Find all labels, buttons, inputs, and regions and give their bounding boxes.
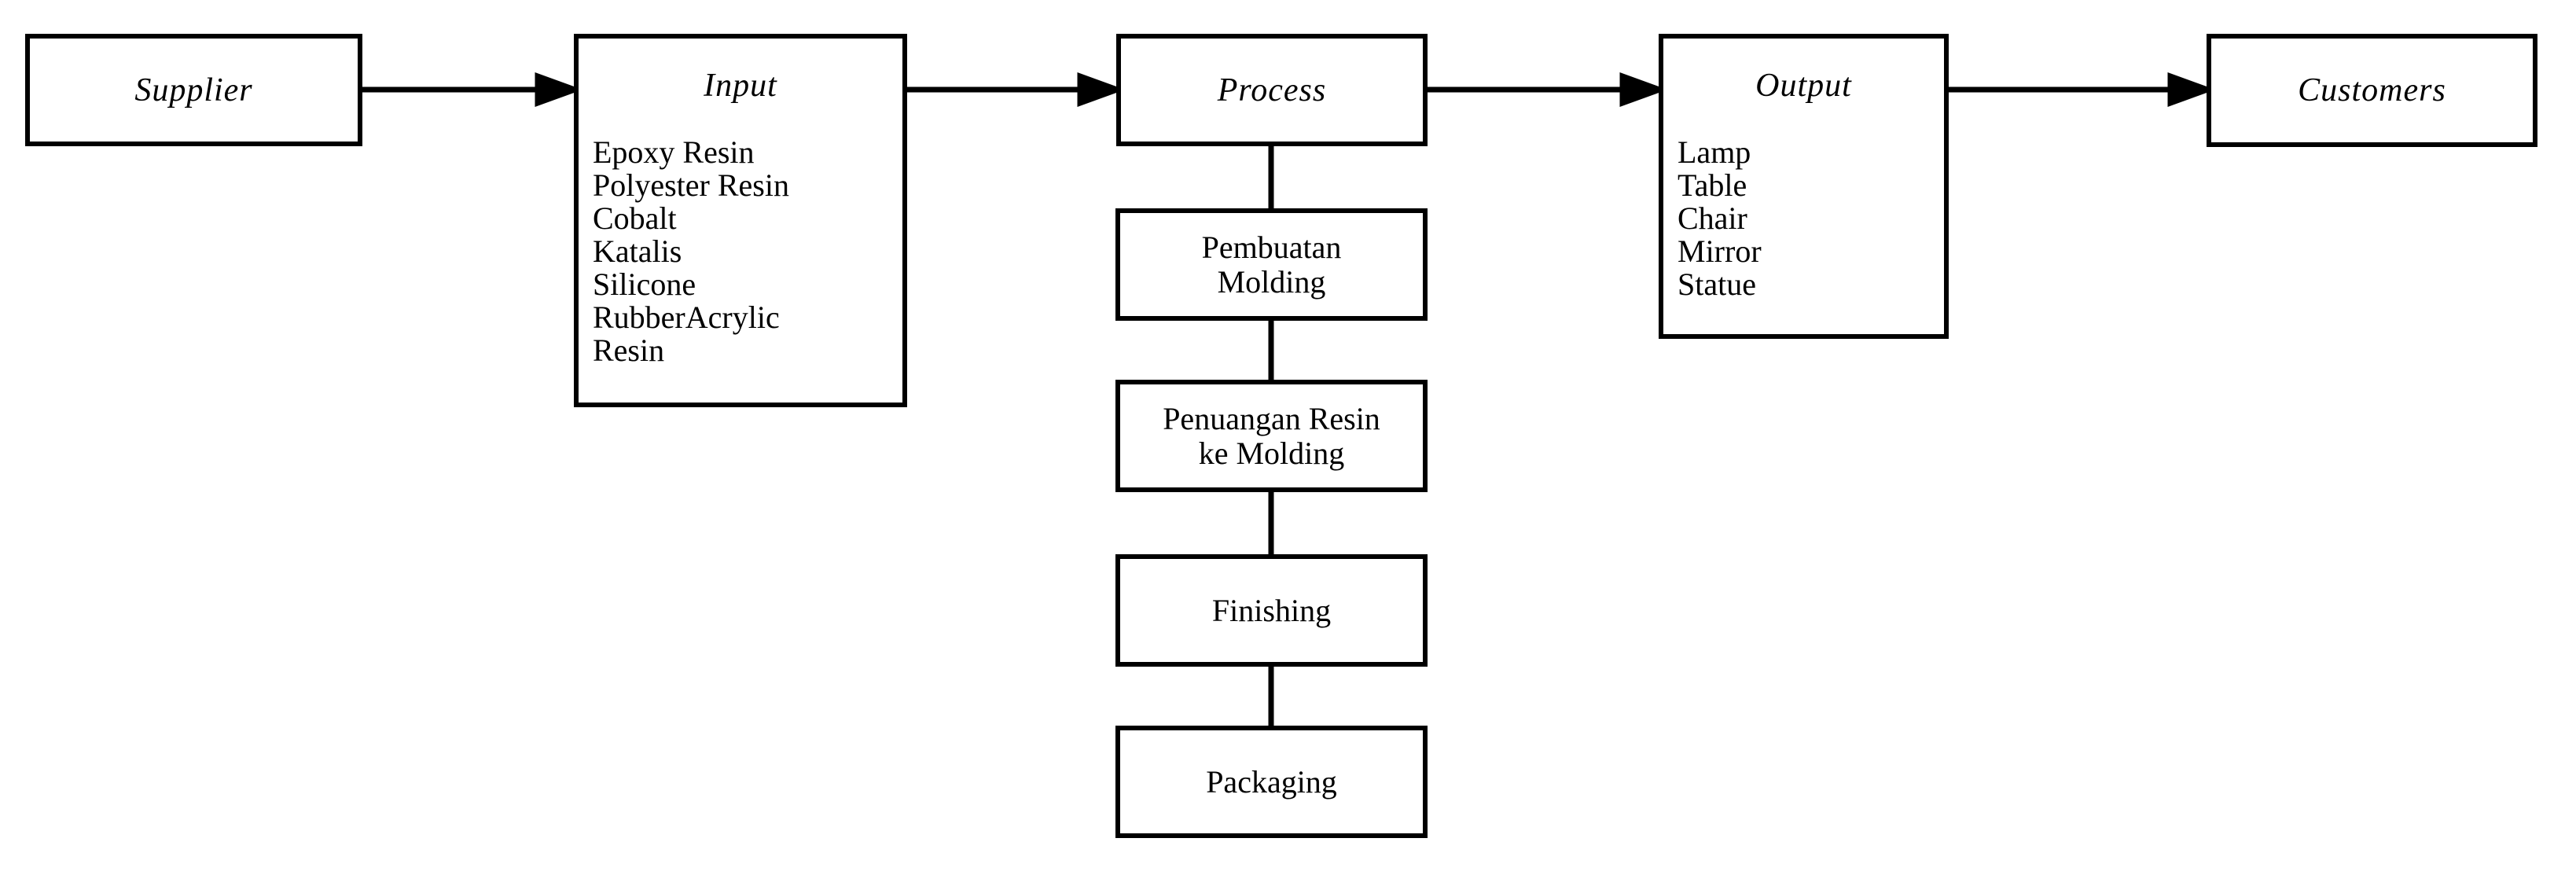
output-item: Mirror [1678,233,1762,269]
arrow-input-to-process-head [1077,72,1126,107]
step-label: Packaging [1206,763,1337,800]
output-item: Lamp [1678,134,1751,170]
step-label: Finishing [1211,592,1332,628]
input-item: Silicone [593,267,696,302]
input-item: Cobalt [593,200,677,236]
input-item: Polyester Resin [593,167,789,203]
process-title: Process [1217,72,1327,108]
output-items-list: Lamp Table Chair Mirror Statue [1678,136,1762,301]
node-supplier: Supplier [25,34,362,146]
input-item: RubberAcrylic Resin [593,300,780,368]
node-output: Output Lamp Table Chair Mirror Statue [1659,34,1949,339]
output-title: Output [1755,68,1852,104]
node-customers: Customers [2207,34,2537,147]
arrow-supplier-to-input-head [535,72,583,107]
step-label: Pembuatan Molding [1201,229,1342,300]
output-item: Table [1678,167,1747,203]
input-title: Input [704,68,777,104]
process-step-packaging: Packaging [1115,726,1428,838]
process-step-pembuatan-molding: Pembuatan Molding [1115,208,1428,321]
node-input: Input Epoxy Resin Polyester Resin Cobalt… [574,34,907,407]
output-item: Statue [1678,267,1756,302]
input-item: Epoxy Resin [593,134,755,170]
node-process: Process [1116,34,1428,146]
arrow-output-to-customers-head [2167,72,2216,107]
process-step-finishing: Finishing [1115,554,1428,667]
arrow-process-to-output-head [1619,72,1668,107]
process-step-penuangan-resin-ke-molding: Penuangan Resin ke Molding [1115,380,1428,492]
output-item: Chair [1678,200,1747,236]
input-item: Katalis [593,233,682,269]
customers-title: Customers [2298,72,2446,108]
input-items-list: Epoxy Resin Polyester Resin Cobalt Katal… [593,136,789,367]
step-label: Penuangan Resin ke Molding [1163,400,1380,471]
supplier-title: Supplier [134,72,253,108]
